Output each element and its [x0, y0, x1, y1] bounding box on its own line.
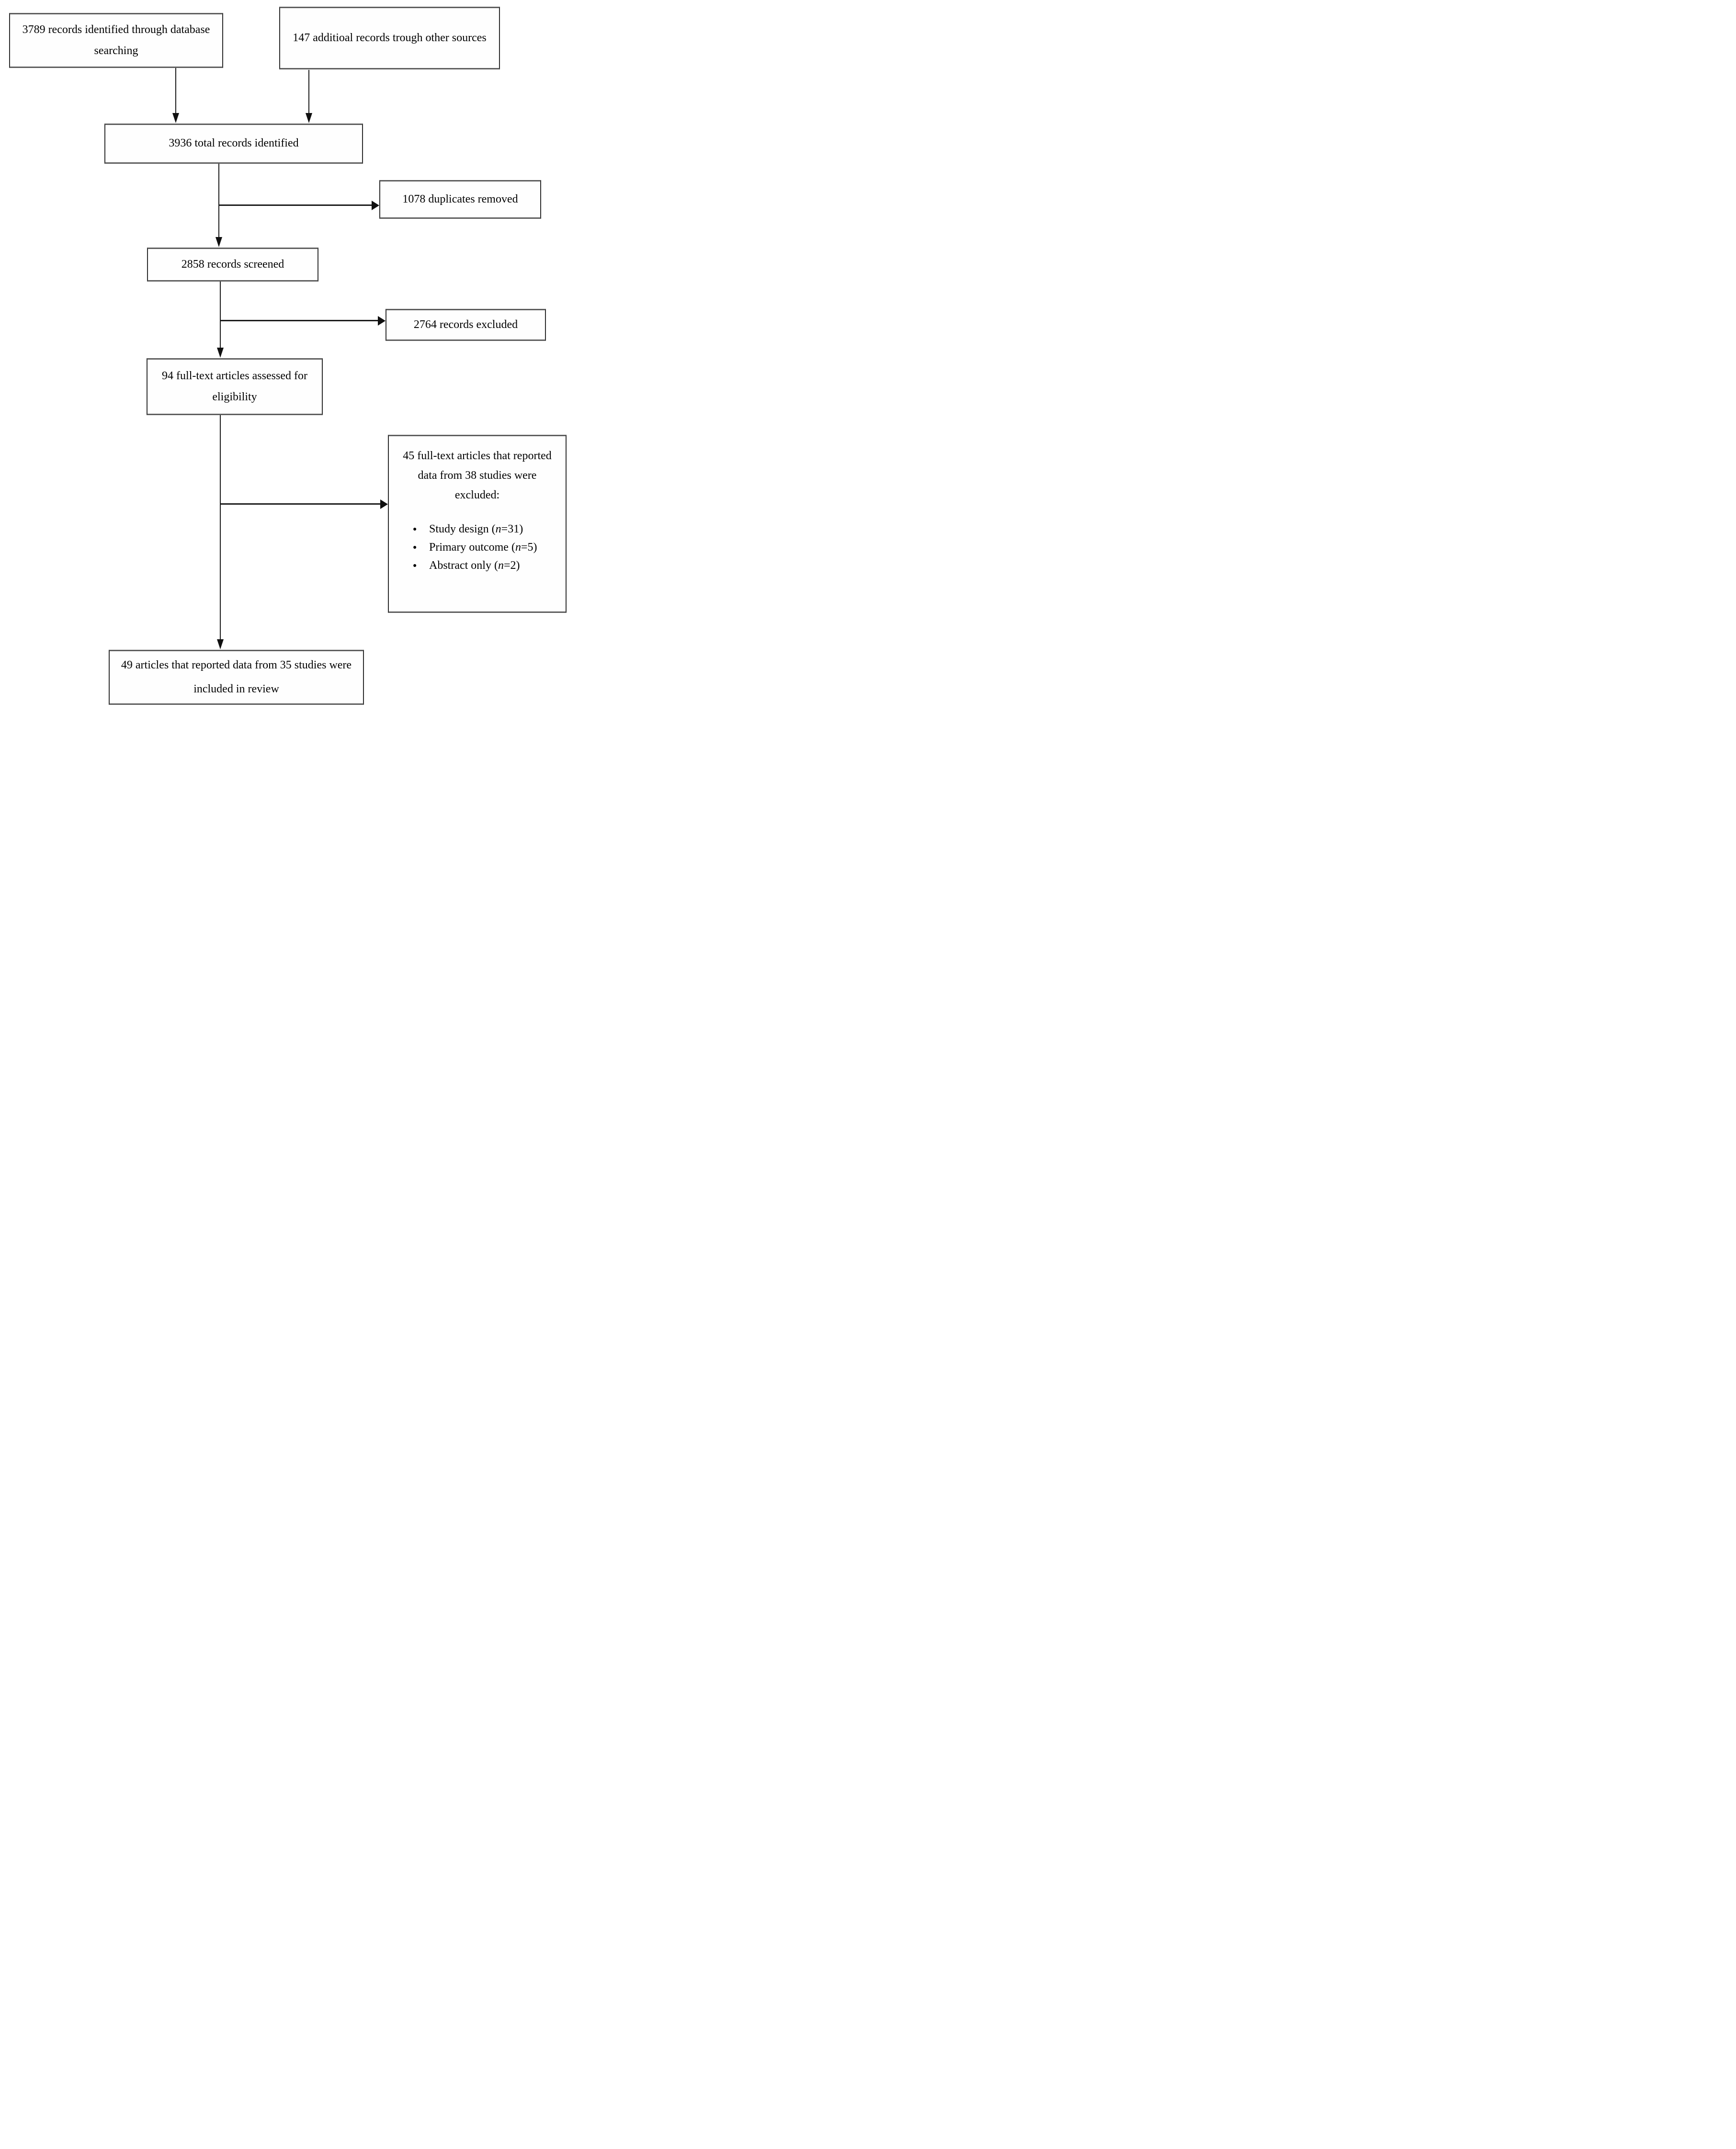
- exclusion-reason-item: ● Study design (n=31): [413, 520, 558, 538]
- box-fulltext-excluded: 45 full-text articles that reported data…: [388, 435, 567, 613]
- exclusion-reason-n-variable: n: [515, 541, 521, 554]
- box-records-screened-label: 2858 records screened: [181, 258, 284, 271]
- exclusion-reason-item: ● Abstract only (n=2): [413, 556, 558, 575]
- connector-to-fulltext-excluded-line: [220, 503, 380, 505]
- connector-screened-to-fulltext-line: [220, 282, 221, 348]
- connector-othersources-to-total-line: [308, 70, 309, 113]
- box-fulltext-assessed-label: 94 full-text articles assessed for eligi…: [162, 370, 307, 403]
- exclusion-reason-text: Primary outcome (: [429, 541, 515, 554]
- box-records-identified-database-label: 3789 records identified through database…: [22, 23, 210, 57]
- box-included-in-review: 49 articles that reported data from 35 s…: [109, 650, 364, 705]
- box-included-in-review-label: 49 articles that reported data from 35 s…: [121, 659, 352, 695]
- exclusion-reason-n-variable: n: [495, 522, 501, 535]
- exclusion-reason-item: ● Primary outcome (n=5): [413, 538, 558, 556]
- exclusion-reason-label: Abstract only (n=2): [429, 555, 520, 576]
- arrow-down-icon: [306, 113, 312, 123]
- connector-fulltext-to-included-line: [220, 415, 221, 640]
- arrow-right-icon: [372, 201, 379, 210]
- connector-to-duplicates-line: [218, 204, 372, 206]
- box-records-identified-database: 3789 records identified through database…: [9, 13, 223, 68]
- exclusion-reason-text: Study design (: [429, 522, 496, 535]
- box-records-screened: 2858 records screened: [147, 248, 318, 282]
- arrow-down-icon: [172, 113, 179, 123]
- box-fulltext-excluded-header: 45 full-text articles that reported data…: [403, 450, 552, 501]
- exclusion-reason-n-variable: n: [498, 559, 504, 572]
- bullet-icon: ●: [413, 525, 417, 533]
- box-additional-records-other-sources: 147 additioal records trough other sourc…: [279, 7, 500, 69]
- exclusion-reason-text: Abstract only (: [429, 559, 498, 572]
- exclusion-reason-label: Primary outcome (n=5): [429, 537, 537, 558]
- box-records-excluded-label: 2764 records excluded: [413, 318, 518, 331]
- bullet-icon: ●: [413, 562, 417, 569]
- connector-total-to-screened-line: [218, 164, 219, 238]
- bullet-icon: ●: [413, 543, 417, 551]
- box-fulltext-assessed: 94 full-text articles assessed for eligi…: [147, 358, 323, 415]
- box-total-records-identified-label: 3936 total records identified: [169, 137, 299, 150]
- exclusion-reason-list: ● Study design (n=31) ● Primary outcome …: [397, 520, 558, 575]
- arrow-down-icon: [217, 639, 224, 649]
- box-duplicates-removed-label: 1078 duplicates removed: [402, 192, 518, 205]
- connector-to-excluded-line: [220, 320, 378, 321]
- exclusion-reason-count: =5): [521, 541, 537, 554]
- exclusion-reason-count: =2): [503, 559, 520, 572]
- exclusion-reason-count: =31): [501, 522, 523, 535]
- arrow-right-icon: [378, 316, 386, 326]
- arrow-right-icon: [380, 499, 388, 509]
- connector-dbsearch-to-total-line: [175, 68, 176, 113]
- box-total-records-identified: 3936 total records identified: [104, 124, 363, 164]
- box-additional-records-other-sources-label: 147 additioal records trough other sourc…: [293, 31, 487, 44]
- box-duplicates-removed: 1078 duplicates removed: [379, 180, 541, 219]
- arrow-down-icon: [217, 348, 224, 358]
- arrow-down-icon: [216, 237, 222, 247]
- exclusion-reason-label: Study design (n=31): [429, 519, 523, 540]
- prisma-flowchart: 3789 records identified through database…: [0, 0, 579, 716]
- box-records-excluded: 2764 records excluded: [386, 309, 546, 341]
